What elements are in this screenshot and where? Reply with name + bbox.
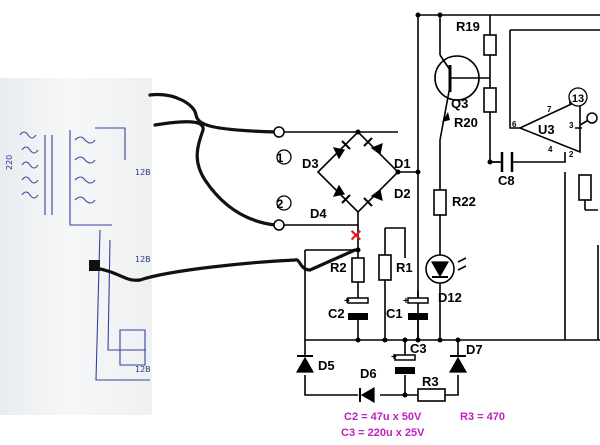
handwritten-12b-1: 12B xyxy=(135,168,151,177)
label-d4: D4 xyxy=(310,206,327,221)
label-d12: D12 xyxy=(438,290,462,305)
terminal-2-circle xyxy=(273,219,285,231)
resistor-r3 xyxy=(417,388,446,402)
transformer-photo xyxy=(0,78,152,415)
pin-7: 7 xyxy=(547,105,552,114)
label-d5: D5 xyxy=(318,358,335,373)
resistor-r1 xyxy=(378,254,392,281)
diode-d4 xyxy=(332,184,351,204)
transformer-sketch: 220 12B 12B 12B xyxy=(5,127,151,381)
resistor-partial xyxy=(578,174,592,201)
terminal-1-circle xyxy=(273,126,285,138)
label-d6: D6 xyxy=(360,366,377,381)
label-c3: C3 xyxy=(410,341,427,356)
label-d7: D7 xyxy=(466,342,483,357)
label-r22: R22 xyxy=(452,194,476,209)
terminals: 1 2 13 xyxy=(273,87,598,231)
capacitor-c2 xyxy=(347,297,369,320)
diode-d2 xyxy=(363,188,383,207)
label-r2: R2 xyxy=(330,260,347,275)
opamp-pins: 7 6 3 4 2 xyxy=(512,105,574,159)
label-u3: U3 xyxy=(538,122,555,137)
resistor-r19 xyxy=(483,34,497,56)
diode-d1 xyxy=(363,137,383,156)
diode-d5 xyxy=(295,355,315,373)
transistor-q3 xyxy=(434,54,490,141)
c3-plus: + xyxy=(391,352,397,363)
terminal-13-label: 13 xyxy=(572,93,584,105)
junctions xyxy=(355,12,493,398)
red-x-marker: ✕ xyxy=(349,228,362,245)
handwritten-12b-2: 12B xyxy=(135,255,151,264)
diode-d6 xyxy=(359,386,375,404)
component-labels: R19 Q3 R20 U3 C8 D1 D2 D3 D4 R22 R1 R2 D… xyxy=(302,19,555,389)
pin-4: 4 xyxy=(548,145,553,154)
hand-drawn-wires xyxy=(89,92,357,282)
capacitor-c3 xyxy=(394,354,416,374)
label-q3: Q3 xyxy=(451,96,468,111)
diodes-lower xyxy=(295,254,468,404)
handwritten-12b-3: 12B xyxy=(135,365,151,374)
label-c8: C8 xyxy=(498,173,515,188)
label-r1: R1 xyxy=(396,260,413,275)
pin-3: 3 xyxy=(569,121,574,130)
diode-d3 xyxy=(332,140,351,160)
c1-plus: + xyxy=(403,296,409,307)
label-c1: C1 xyxy=(386,306,403,321)
capacitor-c8 xyxy=(500,152,514,172)
bridge-rectifier xyxy=(316,129,421,253)
wire-junction-square xyxy=(89,260,100,271)
note-r3: R3 = 470 xyxy=(460,411,505,423)
resistor-r22 xyxy=(433,189,447,216)
label-c2: C2 xyxy=(328,306,345,321)
led-d12 xyxy=(425,254,467,284)
resistor-r20 xyxy=(483,87,497,113)
label-d1: D1 xyxy=(394,156,411,171)
diode-d7 xyxy=(448,355,468,373)
pin-6: 6 xyxy=(512,120,517,129)
resistors xyxy=(351,34,592,402)
resistor-r2 xyxy=(351,257,365,283)
terminal-2-label: 2 xyxy=(277,197,284,211)
handwritten-220: 220 xyxy=(5,155,14,170)
label-d3: D3 xyxy=(302,156,319,171)
label-r19: R19 xyxy=(456,19,480,34)
label-d2: D2 xyxy=(394,186,411,201)
label-r20: R20 xyxy=(454,115,478,130)
note-c2: C2 = 47u x 50V xyxy=(344,411,422,423)
terminal-1-label: 1 xyxy=(277,151,284,165)
note-c3: C3 = 220u x 25V xyxy=(341,427,425,439)
schematic-wires xyxy=(283,14,600,396)
capacitors xyxy=(347,152,514,374)
pin-2: 2 xyxy=(569,150,574,159)
c2-plus: + xyxy=(344,296,350,307)
label-r3: R3 xyxy=(422,374,439,389)
